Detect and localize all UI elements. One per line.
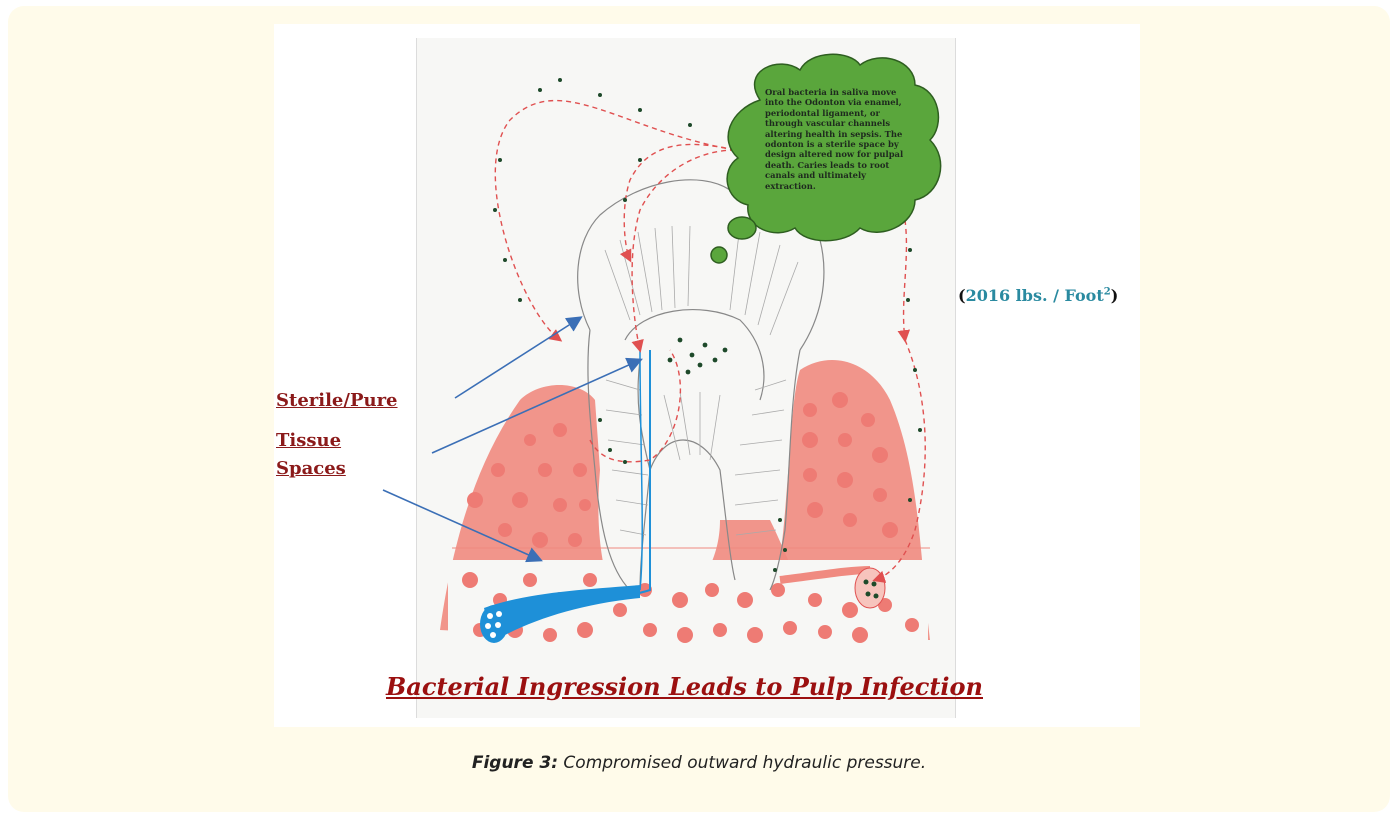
caption-label: Figure 3: xyxy=(472,753,558,773)
bubble-text: Oral bacteria in saliva move into the Od… xyxy=(765,87,915,191)
sterile-pure-label: Sterile/Pure xyxy=(276,389,398,413)
figure-title: Bacterial Ingression Leads to Pulp Infec… xyxy=(386,672,983,701)
pressure-exponent: 2 xyxy=(1104,287,1111,298)
pressure-label: (2016 lbs. / Foot2) xyxy=(958,286,1118,305)
figure-caption: Figure 3: Compromised outward hydraulic … xyxy=(0,753,1398,773)
dentin-tubules xyxy=(605,225,798,535)
tissue-label: Tissue xyxy=(276,429,341,453)
pressure-value: 2016 lbs. / Foot xyxy=(966,286,1104,305)
pressure-open-paren: ( xyxy=(958,286,966,305)
pressure-close-paren: ) xyxy=(1111,286,1119,305)
caption-text: Compromised outward hydraulic pressure. xyxy=(558,753,926,773)
spaces-label: Spaces xyxy=(276,457,346,481)
